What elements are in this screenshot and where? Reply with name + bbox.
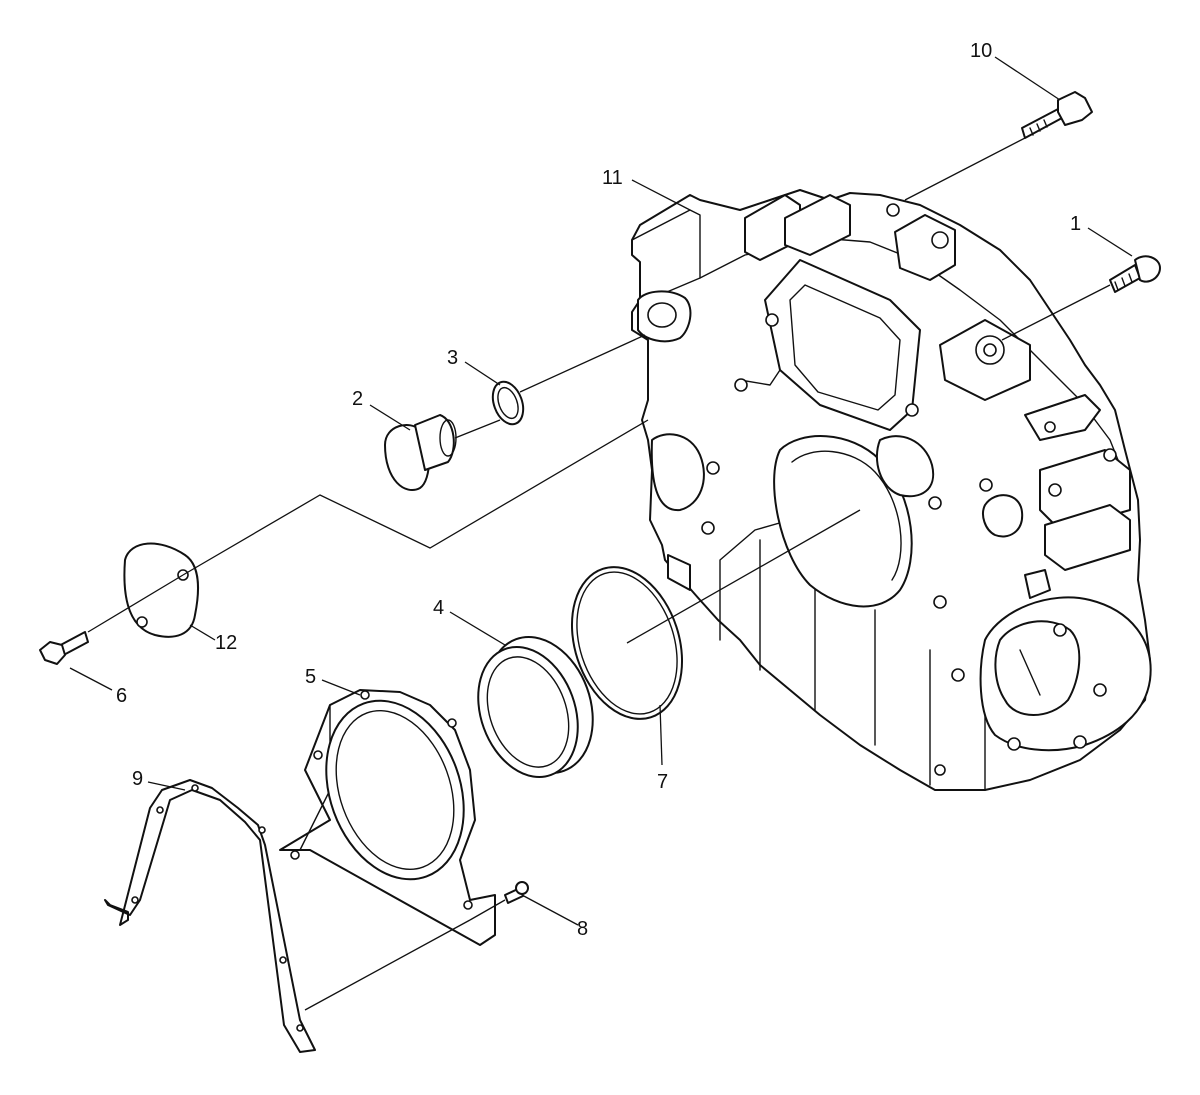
leader-line (519, 334, 646, 393)
callout-12: 12 (215, 632, 237, 654)
cover-plate (123, 542, 199, 638)
leader-line (182, 419, 649, 576)
seal-ring (477, 636, 594, 778)
seal-carrier (279, 689, 496, 946)
callout-6: 6 (116, 685, 127, 707)
flywheel-housing (631, 189, 1152, 791)
callout-3: 3 (447, 347, 458, 369)
plug-screw (1109, 255, 1161, 293)
leader-line (304, 919, 471, 1011)
leader-line (904, 137, 1026, 201)
callout-8: 8 (577, 918, 588, 940)
callout-11: 11 (602, 167, 623, 189)
callout-9: 9 (132, 768, 143, 790)
callout-7: 7 (657, 771, 668, 793)
gasket (104, 779, 316, 1053)
o-ring-small (491, 380, 525, 426)
bolt-long (1021, 91, 1093, 139)
callout-4: 4 (433, 597, 444, 619)
callout-5: 5 (305, 666, 316, 688)
leader-line (626, 509, 861, 644)
screw-small (504, 881, 529, 904)
leader-line (1001, 284, 1111, 341)
callout-2: 2 (352, 388, 363, 410)
leader-line (454, 419, 501, 439)
callout-10: 10 (970, 40, 992, 62)
leader-line (469, 899, 506, 921)
callout-leaders (69, 56, 1133, 926)
callout-labels: 1 2 3 4 5 6 7 8 9 10 11 12 (116, 40, 1081, 940)
leader-line (87, 574, 184, 633)
bolt-small (39, 631, 89, 665)
threaded-plug (384, 414, 457, 491)
callout-1: 1 (1070, 213, 1081, 235)
